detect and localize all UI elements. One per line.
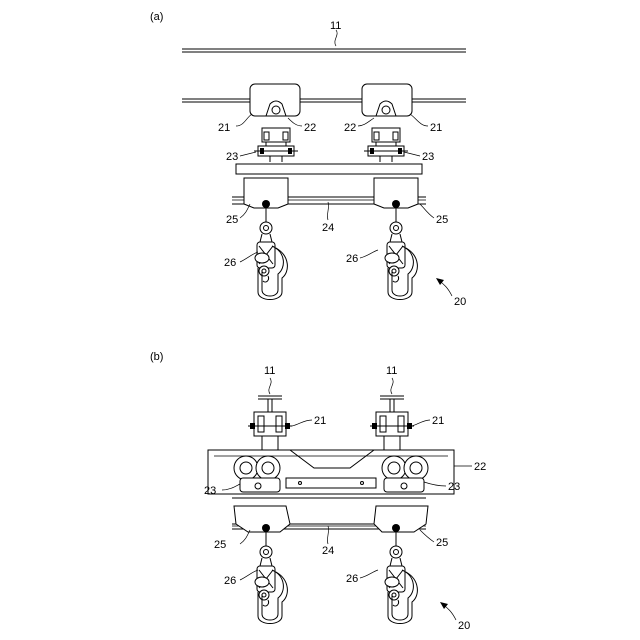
- carriage-left-b: [234, 506, 290, 532]
- label-a-beam: 24: [322, 222, 334, 234]
- label-a-clamp-right: 23: [422, 151, 434, 163]
- trolley-left-a: [250, 84, 300, 116]
- label-b-beam: 24: [322, 545, 334, 557]
- panel-a-label: (a): [150, 11, 163, 23]
- label-b-assembly: 20: [458, 620, 470, 632]
- trolley-right-b: [370, 412, 414, 450]
- label-b-carriage-right: 25: [436, 537, 448, 549]
- hoist-right-b: [385, 532, 417, 624]
- trolley-right-a: [362, 84, 412, 116]
- carriage-left-a: [244, 178, 288, 208]
- label-a-trolley-right: 21: [430, 122, 442, 134]
- carriage-right-a: [374, 178, 418, 208]
- clamp-left-a: [254, 128, 298, 162]
- label-a-rail: 11: [330, 20, 341, 32]
- label-b-carriage-left: 25: [214, 539, 226, 551]
- label-b-hoist-left: 26: [224, 575, 236, 587]
- label-a-hoist-right: 26: [346, 253, 358, 265]
- label-a-bracket-right: 22: [344, 122, 356, 134]
- hoist-right-a: [385, 208, 417, 300]
- hoist-left-b: [255, 532, 287, 624]
- hoist-left-a: [255, 208, 287, 300]
- label-b-wheels-left: 23: [204, 485, 216, 497]
- label-a-carriage-left: 25: [226, 214, 238, 226]
- label-b-rail-right: 11: [386, 365, 397, 377]
- label-a-carriage-right: 25: [436, 214, 448, 226]
- rail-upper: [182, 99, 466, 102]
- carriage-right-b: [374, 506, 428, 532]
- label-a-trolley-left: 21: [218, 122, 230, 134]
- label-b-hoist-right: 26: [346, 573, 358, 585]
- panel-b-label: (b): [150, 351, 163, 363]
- label-a-hoist-left: 26: [224, 257, 236, 269]
- label-b-rail-left: 11: [264, 365, 275, 377]
- label-b-frame: 22: [474, 461, 486, 473]
- label-a-bracket-left: 22: [304, 122, 316, 134]
- label-a-clamp-left: 23: [226, 151, 238, 163]
- label-b-trolley-right: 21: [432, 415, 444, 427]
- clamp-right-a: [364, 128, 408, 162]
- label-b-trolley-left: 21: [314, 415, 326, 427]
- label-b-wheels-right: 23: [448, 481, 460, 493]
- rail-top: [182, 49, 466, 52]
- trolley-left-b: [248, 412, 292, 450]
- label-a-assembly: 20: [454, 296, 466, 308]
